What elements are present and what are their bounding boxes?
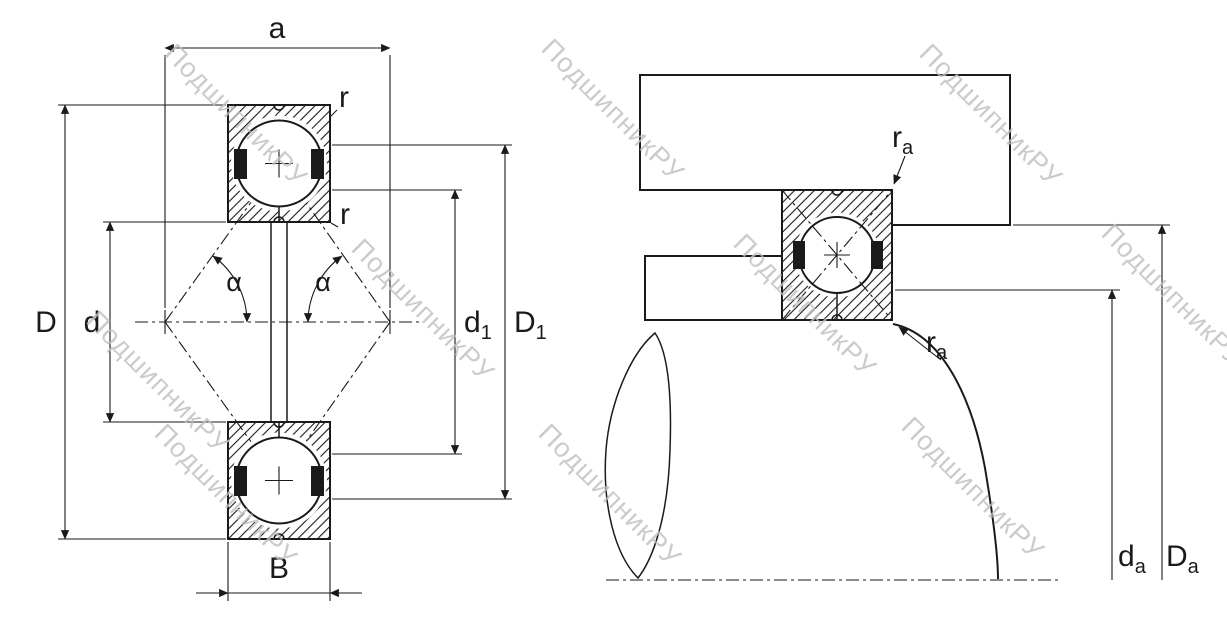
shaft-break-section <box>604 331 672 580</box>
radius-callouts: r r <box>329 81 350 231</box>
watermark-text: ПодшипникРУ <box>533 418 687 572</box>
mounted-bearing-section <box>781 189 893 321</box>
label-Da: Da <box>1166 540 1200 578</box>
watermark-text: ПодшипникРУ <box>1096 218 1227 372</box>
leader-line <box>329 109 338 118</box>
alpha-label-right: α <box>315 267 331 297</box>
dimension-D: D <box>35 104 226 540</box>
label-D1-subscript: 1 <box>536 322 547 344</box>
label-ra-top-base: r <box>892 121 902 154</box>
cage-pocket-right <box>871 241 883 269</box>
dimension-Da: Da <box>1013 224 1200 580</box>
dimension-d: d <box>84 221 226 423</box>
label-da-base: d <box>1118 540 1135 573</box>
label-Da-subscript: a <box>1188 556 1200 578</box>
bearing-cross-section-view: α α <box>35 12 547 601</box>
contact-line-x2 <box>781 189 893 321</box>
ra-callout-bottom: ra <box>898 326 948 364</box>
label-D: D <box>35 306 57 339</box>
dimension-d1: d1 <box>332 189 492 455</box>
label-d: d <box>84 306 101 339</box>
label-r-outer: r <box>339 81 349 114</box>
alpha-label-left: α <box>226 267 242 297</box>
dimension-da: da <box>895 289 1147 580</box>
cage-pocket-left-bottom <box>234 466 247 496</box>
cage-pocket-right-bottom <box>311 466 324 496</box>
cage-pocket-right-top <box>311 149 324 179</box>
dimension-B: B <box>196 542 362 601</box>
label-ra-top-subscript: a <box>902 137 914 159</box>
label-D1-base: D <box>514 306 536 339</box>
label-ra-top: ra <box>892 121 914 159</box>
inner-ring-split-lines <box>270 222 288 422</box>
watermark-text: ПодшипникРУ <box>914 38 1068 192</box>
groove-notch-bore-top <box>273 216 285 223</box>
label-da: da <box>1118 540 1147 578</box>
ring-section-bottom <box>227 421 331 540</box>
label-B: B <box>269 552 289 585</box>
watermark-text: ПодшипникРУ <box>536 33 690 187</box>
label-a: a <box>269 12 286 45</box>
label-d1-base: d <box>464 306 481 339</box>
cage-pocket-left-top <box>234 149 247 179</box>
dimension-D1: D1 <box>332 144 547 500</box>
label-d1: d1 <box>464 306 492 344</box>
cage-pocket-left <box>793 241 805 269</box>
mounting-arrangement-view: ra ra da Da <box>604 74 1200 581</box>
ra-callout-top: ra <box>892 121 914 185</box>
groove-notch-bore <box>831 314 843 321</box>
label-ra-bottom-subscript: a <box>936 342 948 364</box>
groove-notch-od-top <box>273 104 285 111</box>
ring-section-top <box>227 104 331 223</box>
label-r-inner: r <box>340 198 350 231</box>
contact-angle-arc-right <box>303 255 343 323</box>
leader-line <box>898 326 942 361</box>
label-D1: D1 <box>514 306 547 344</box>
label-ra-bottom-base: r <box>926 326 936 359</box>
dimension-a: a <box>164 12 391 308</box>
leader-line <box>893 155 906 185</box>
label-d1-subscript: 1 <box>481 322 492 344</box>
groove-notch-od <box>831 189 843 196</box>
shaft-fillet-profile <box>892 323 999 580</box>
watermark-text: ПодшипникРУ <box>896 411 1050 565</box>
contact-angle-arc-left <box>212 255 252 323</box>
contact-line-x1 <box>781 189 893 321</box>
contact-angle-annotation: α α <box>212 255 343 323</box>
label-da-subscript: a <box>1135 556 1147 578</box>
leader-line <box>330 222 339 228</box>
groove-notch-bore-bottom <box>273 421 285 428</box>
groove-notch-od-bottom <box>273 533 285 540</box>
label-ra-bottom: ra <box>926 326 948 364</box>
label-Da-base: D <box>1166 540 1188 573</box>
